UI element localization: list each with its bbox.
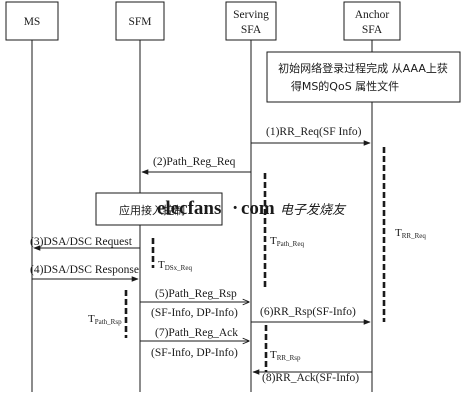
note-admission-control: 应用接入控制 [95,192,223,226]
msg-2-label: (2)Path_Reg_Req [153,156,236,168]
entity-sfm-label: SFM [128,16,151,28]
msg-3-label: (3)DSA/DSC Request [30,236,133,248]
entity-serving-sfa: Serving SFA [225,1,277,41]
note-init-login: 初始网络登录过程完成 从AAA上获 得MS的QoS 属性文件 [266,51,461,103]
msg-4-label: (4)DSA/DSC Response [30,264,139,276]
entity-anchor-label-2: SFA [362,24,383,36]
msg-8-label: (8)RR_Ack(SF-Info) [262,372,359,384]
timer-label-path-req: TPath_Req [270,235,304,248]
msg-5-sublabel: (SF-Info, DP-Info) [151,307,238,319]
note-admission-label: 应用接入控制 [119,203,185,217]
msg-1-label: (1)RR_Req(SF Info) [266,126,362,138]
msg-7-sublabel: (SF-Info, DP-Info) [151,347,238,359]
watermark-dot: · [232,198,238,219]
msg-6-label: (6)RR_Rsp(SF-Info) [260,306,356,318]
timer-label-dsx-req: TDSx_Req [158,259,192,272]
msg-7-label: (7)Path_Reg_Ack [155,327,238,339]
entity-ms: MS [5,1,59,41]
entity-serving-label-2: SFA [241,24,262,36]
timer-label-path-rsp: TPath_Rsp [88,313,122,326]
watermark-com: com [241,198,275,219]
entity-anchor-label-1: Anchor [355,9,390,21]
entity-anchor-sfa: Anchor SFA [343,1,401,41]
entity-ms-label: MS [24,16,41,28]
watermark-cn: 电子发烧友 [280,203,347,218]
timer-label-rr-req: TRR_Req [395,227,426,240]
watermark-elecfans: elecfans · com 电子发烧友 [157,198,347,219]
timer-label-rr-rsp: TRR_Rsp [270,349,301,362]
watermark-brand: elecfans [157,198,221,219]
msg-5-label: (5)Path_Reg_Rsp [155,288,237,300]
note-init-line-1: 初始网络登录过程完成 从AAA上获 [278,61,448,75]
entity-sfm: SFM [115,1,165,41]
note-init-line-2: 得MS的QoS 属性文件 [291,79,399,93]
entity-serving-label-1: Serving [233,9,269,21]
